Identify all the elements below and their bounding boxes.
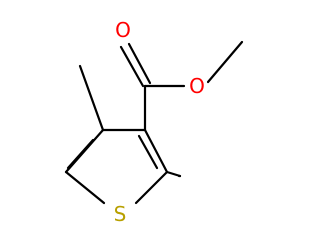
bond-s-c2: [134, 170, 169, 205]
bond-carbonyl-double-b: [127, 42, 152, 85]
bond-ester-o-methyl: [206, 40, 244, 84]
oxygen-ester-label: O: [189, 74, 205, 98]
bond-c4-methyl: [78, 64, 105, 132]
bond-carbonyl-double-a: [119, 45, 145, 88]
sulfur-label: S: [114, 202, 127, 226]
bond-c2-c3-inner: [137, 134, 159, 170]
oxygen-carbonyl-label: O: [115, 18, 131, 42]
bond-c4-c5-inner: [66, 138, 95, 170]
bond-c2-methyl: [165, 170, 182, 178]
bond-c5-s: [64, 170, 106, 205]
structure-canvas: O O S: [64, 18, 244, 226]
bond-c2-c3: [143, 128, 169, 174]
molecule-drawing: O O S: [64, 18, 244, 226]
